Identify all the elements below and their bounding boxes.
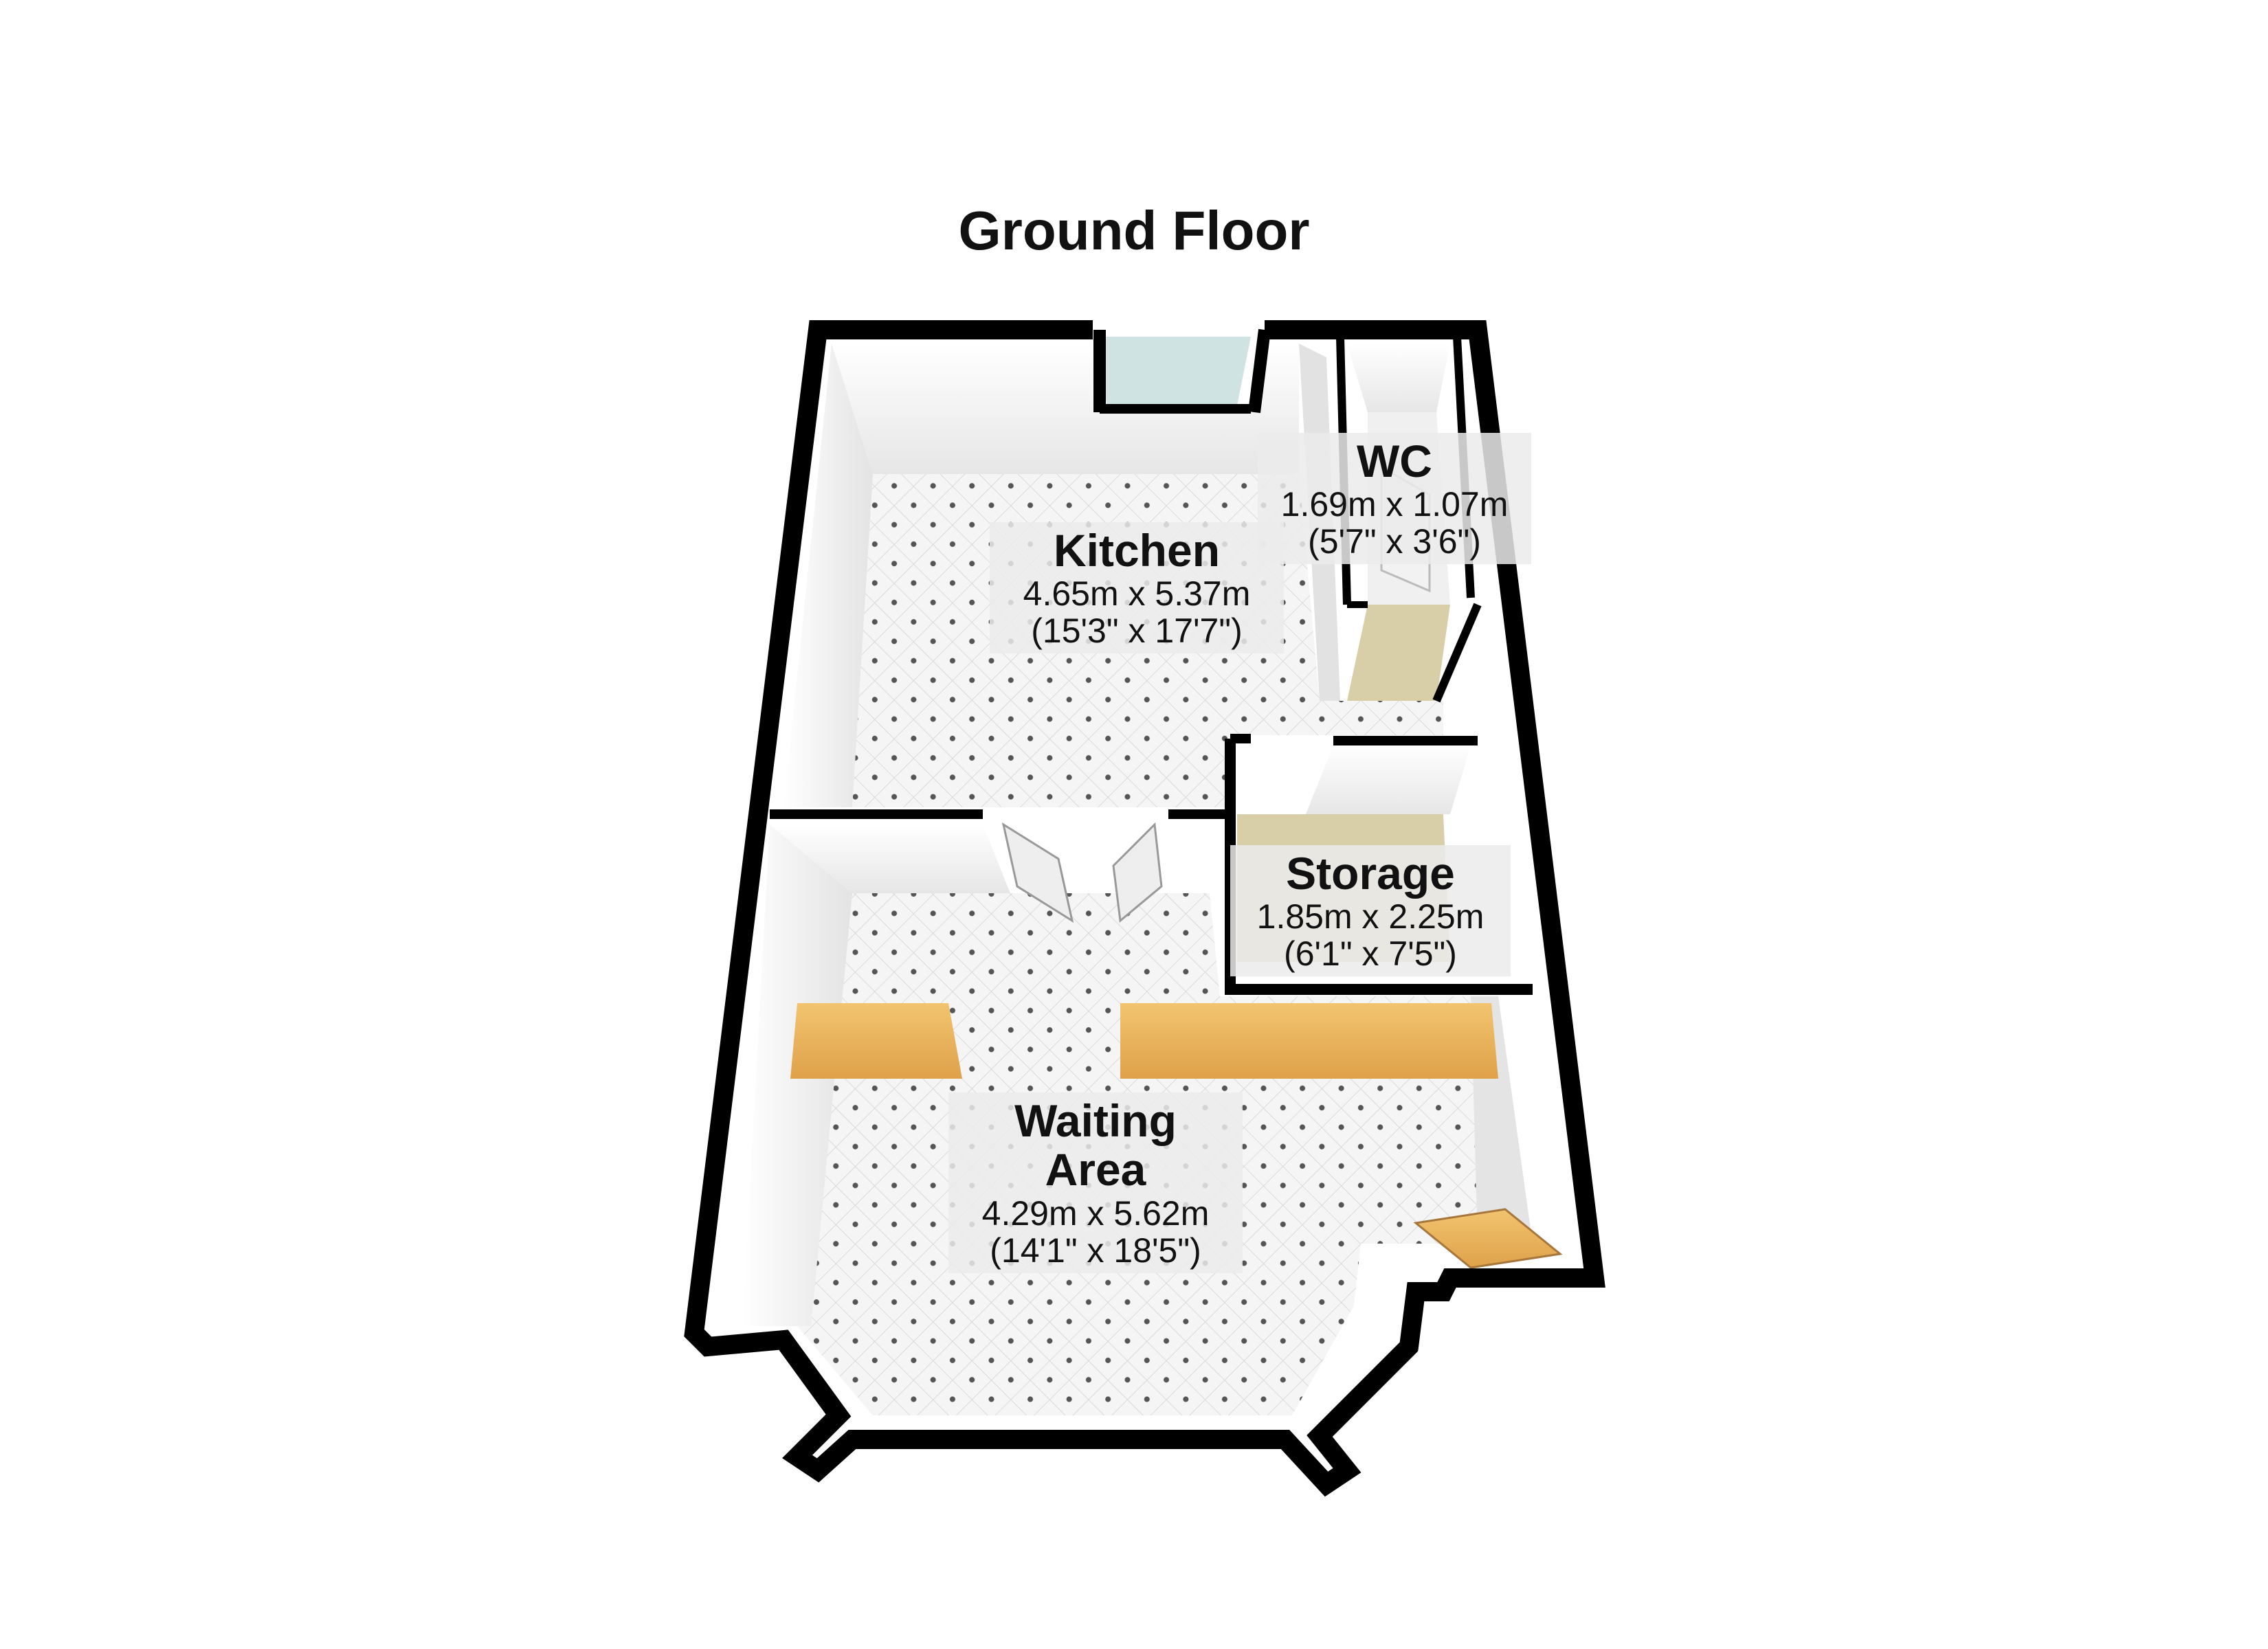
storage-wall: [1225, 739, 1533, 995]
entrance-door: [1413, 1208, 1563, 1269]
room-metric: 4.65m x 5.37m: [1023, 574, 1251, 614]
room-name-line-2: Area: [1045, 1144, 1146, 1196]
kitchen-left-wall-face: [783, 344, 873, 807]
window-right-jamb: [1248, 328, 1271, 414]
outer-wall: [684, 320, 1605, 1497]
kitchen-door-left: [1001, 822, 1074, 923]
kitchen-top-wall-face: [832, 344, 1299, 474]
counter-left: [790, 1003, 962, 1079]
room-label-waiting-area: Waiting Area 4.29m x 5.62m (14'1" x 18'5…: [948, 1092, 1243, 1273]
room-metric: 4.29m x 5.62m: [981, 1193, 1210, 1233]
wc-lower-wall: [1432, 603, 1482, 703]
room-name-line-1: Waiting: [1014, 1095, 1177, 1146]
room-imperial: (14'1" x 18'5"): [990, 1231, 1201, 1270]
room-metric: 1.85m x 2.25m: [1256, 897, 1485, 936]
room-label-kitchen: Kitchen 4.65m x 5.37m (15'3" x 17'7"): [990, 522, 1284, 654]
room-imperial: (5'7" x 3'6"): [1308, 522, 1481, 561]
waiting-top-wall-face: [770, 824, 1010, 893]
wc-wall-face: [1347, 344, 1450, 412]
counter-right: [1120, 1003, 1498, 1079]
room-label-storage: Storage 1.85m x 2.25m (6'1" x 7'5"): [1230, 845, 1511, 977]
room-name: Kitchen: [1053, 525, 1221, 576]
room-label-wc: WC 1.69m x 1.07m (5'7" x 3'6"): [1258, 433, 1531, 565]
room-metric: 1.69m x 1.07m: [1280, 485, 1509, 524]
room-name: Storage: [1286, 848, 1455, 899]
floor-title: Ground Floor: [958, 200, 1310, 261]
room-imperial: (15'3" x 17'7"): [1031, 612, 1243, 651]
room-name: WC: [1357, 436, 1432, 486]
wc-entry-floor: [1347, 605, 1450, 701]
window-recess: [1100, 337, 1251, 405]
room-imperial: (6'1" x 7'5"): [1284, 934, 1457, 974]
storage-wall-face: [1306, 745, 1471, 814]
kitchen-door-right: [1112, 822, 1163, 923]
